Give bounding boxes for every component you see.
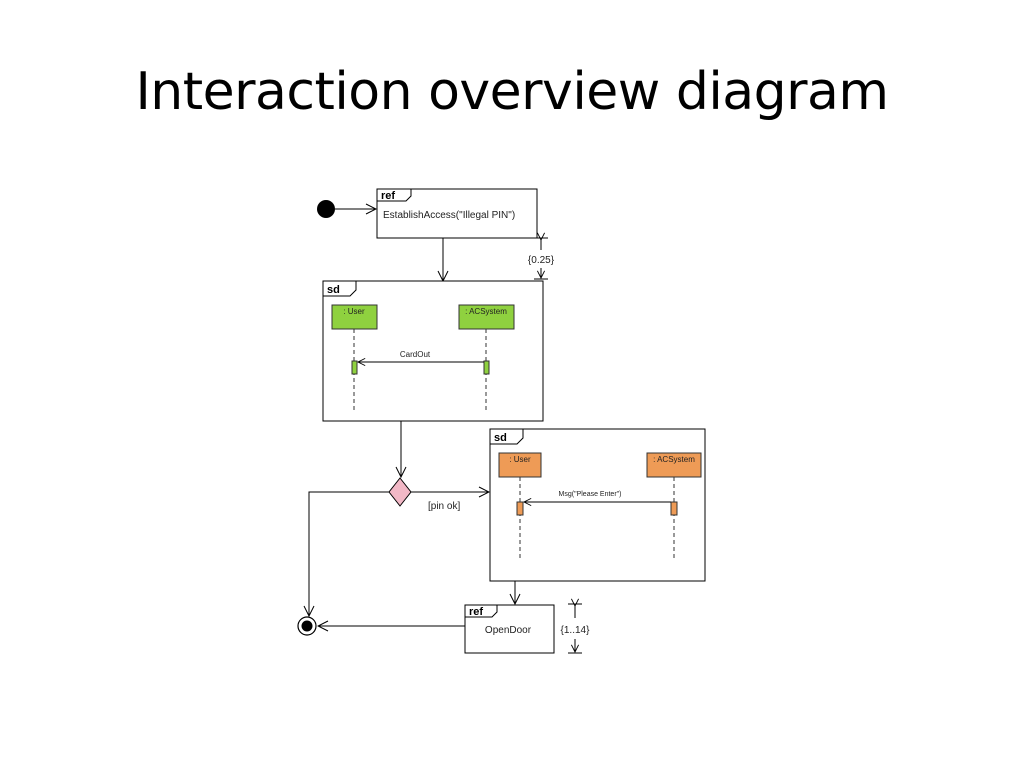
activation-bar: [670, 501, 678, 516]
decision-node: [388, 477, 412, 507]
initial-node: [317, 200, 335, 218]
duration-constraint-2: {1..14}: [561, 604, 591, 654]
sd-frame-card-out: sd : User : ACSystem CardOut: [322, 280, 544, 422]
sd-tag: sd: [494, 432, 507, 444]
lifeline-acsystem-label: : ACSystem: [653, 455, 695, 464]
ref-open-door: ref OpenDoor: [464, 604, 555, 654]
guard-pin-ok: [pin ok]: [428, 501, 460, 512]
message-please-enter-label: Msg("Please Enter"): [559, 491, 622, 498]
duration-constraint-1-label: {0.25}: [528, 255, 555, 266]
ref-establish-access-label: EstablishAccess("Illegal PIN"): [383, 210, 515, 221]
ref-open-door-label: OpenDoor: [485, 625, 532, 636]
activation-bar: [351, 360, 358, 375]
lifeline-user-label: : User: [343, 307, 365, 316]
lifeline-acsystem-label: : ACSystem: [465, 307, 507, 316]
ref-tag: ref: [469, 606, 483, 618]
duration-constraint-1: {0.25}: [528, 238, 555, 280]
activation-bar: [483, 360, 490, 375]
final-node: [297, 616, 317, 636]
activation-bar: [516, 501, 524, 516]
sd-tag: sd: [327, 284, 340, 296]
lifeline-user-label: : User: [509, 455, 531, 464]
ref-establish-access: ref EstablishAccess("Illegal PIN"): [376, 188, 538, 239]
duration-constraint-2-label: {1..14}: [561, 625, 591, 636]
message-card-out-label: CardOut: [400, 350, 431, 359]
ref-tag: ref: [381, 190, 395, 202]
flow-arrow-to-final: [309, 491, 389, 616]
sd-frame-please-enter: sd : User : ACSystem Msg("Please Enter"): [489, 428, 706, 582]
slide-title: Interaction overview diagram: [135, 62, 889, 122]
